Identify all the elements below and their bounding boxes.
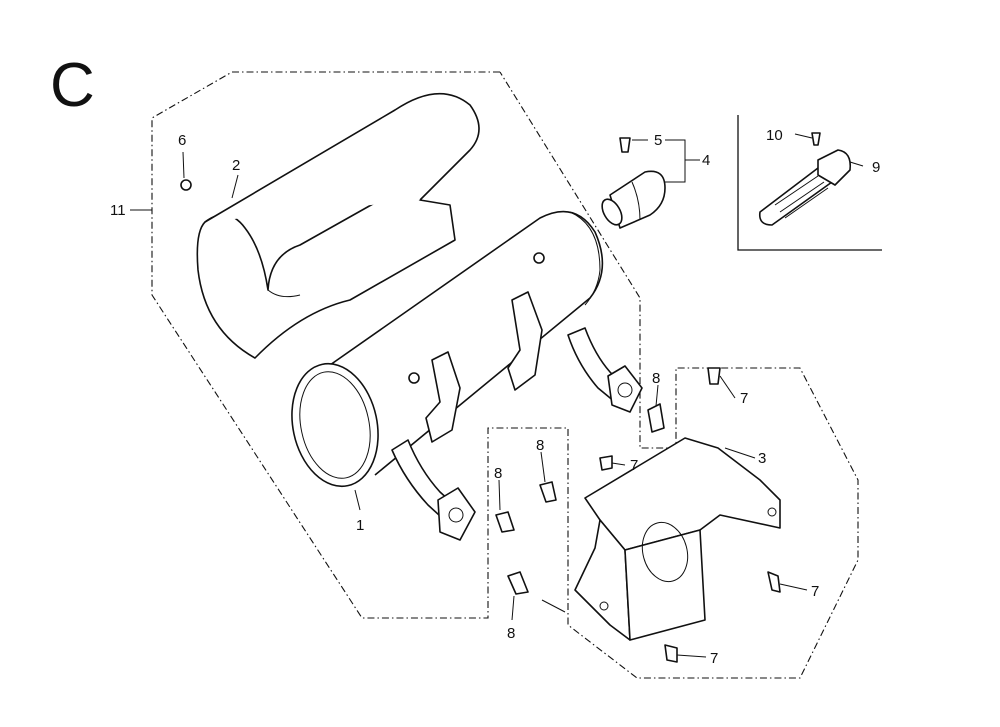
callout-screw-10: 10 [766,127,783,144]
assembly-group-outline [151,71,859,679]
spark-arrester-assembly [601,170,666,229]
callout-flange-bolt-7-b: 7 [630,457,638,474]
muffler-protector [196,92,480,359]
muffler [291,210,643,541]
callout-screw-5: 5 [654,132,662,149]
callout-spark-arrester-assembly: 4 [702,152,710,169]
callout-flange-bolt-6: 6 [178,132,186,149]
spark-arrester-inset-frame [737,115,882,251]
fasteners [180,132,821,663]
muffler-stay [574,437,781,641]
leader-lines [130,133,864,658]
callout-flange-bolt-7-d: 7 [710,650,718,667]
callout-muffler-protector: 2 [232,157,240,174]
callout-flange-bolt-8-a: 8 [652,370,660,387]
callout-spark-arrester: 9 [872,159,880,176]
callout-flange-bolt-8-d: 8 [507,625,515,642]
callout-flange-bolt-7-c: 7 [811,583,819,600]
section-letter: C [50,51,95,120]
callout-flange-bolt-8-c: 8 [494,465,502,482]
callout-muffler-stay: 3 [758,450,766,467]
callout-flange-bolt-7-a: 7 [740,390,748,407]
callout-muffler-assembly-group: 11 [110,202,126,219]
spark-arrester-screen [758,149,852,226]
callout-flange-bolt-8-b: 8 [536,437,544,454]
callout-muffler: 1 [356,517,364,534]
